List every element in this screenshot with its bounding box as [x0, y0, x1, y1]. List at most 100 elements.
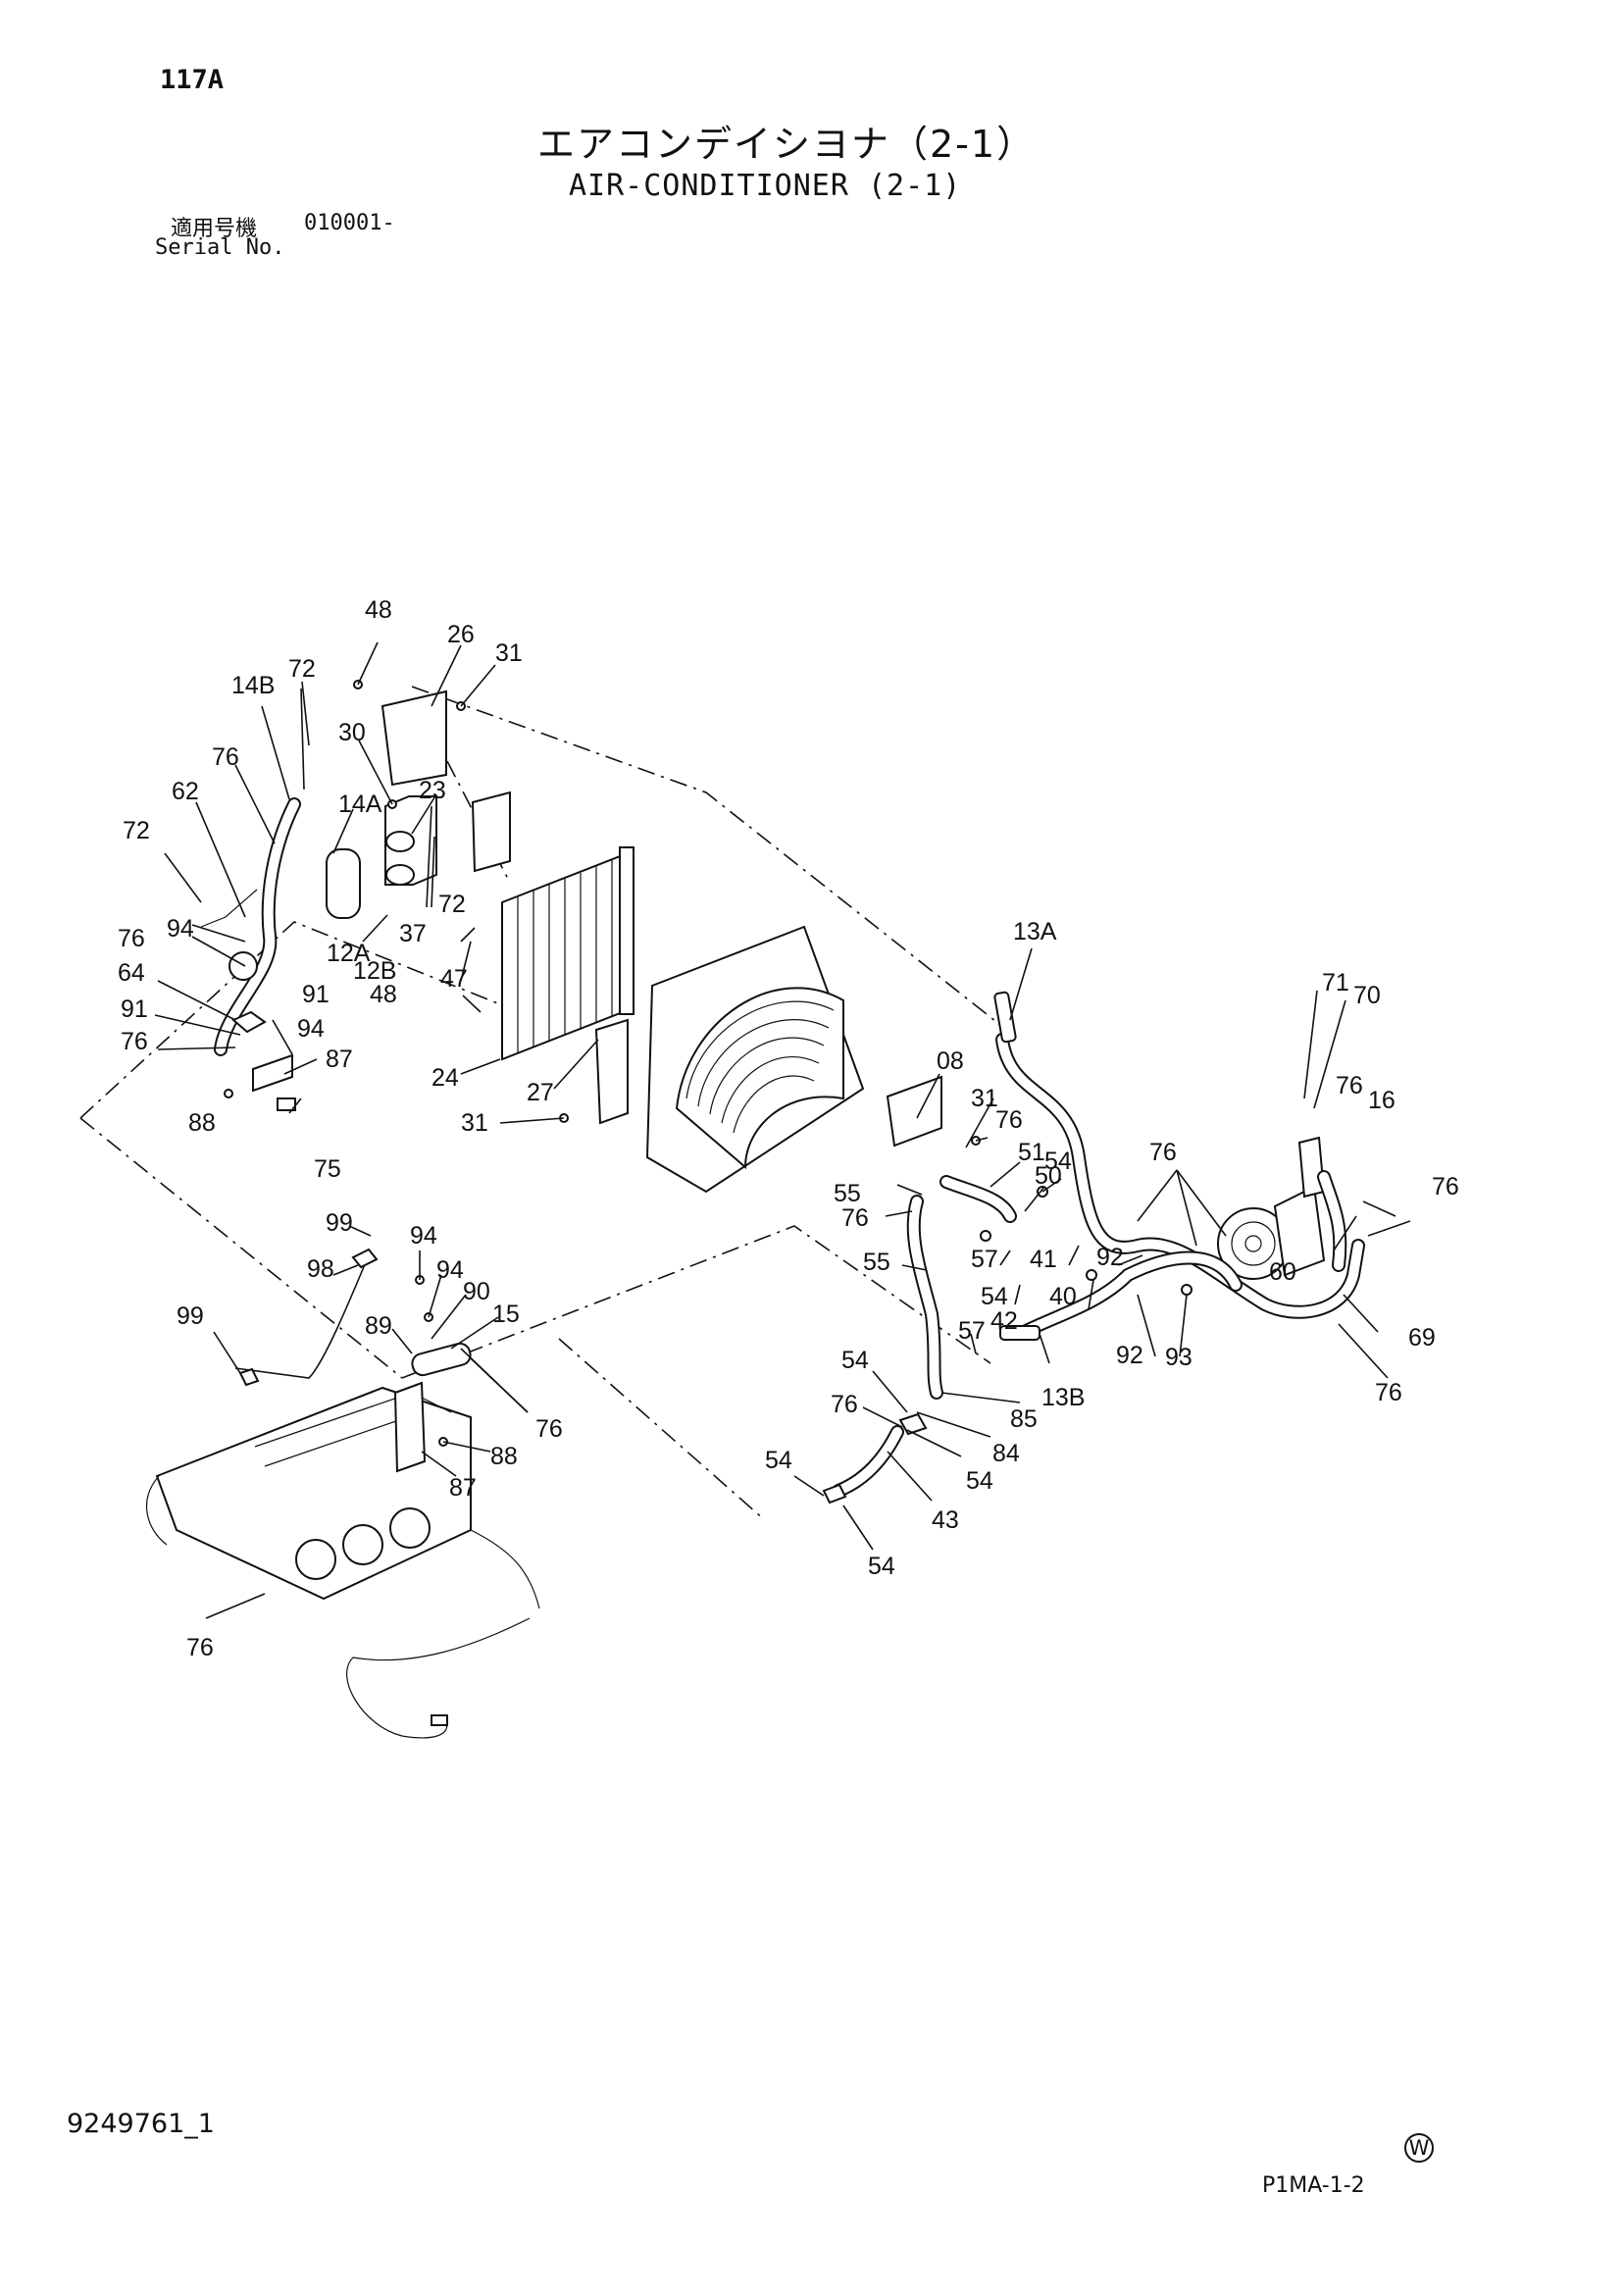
circled-w-mark: W — [1404, 2133, 1434, 2163]
callout-87-b: 87 — [449, 1474, 477, 1502]
sheet-code: P1MA-1-2 — [1262, 2173, 1365, 2198]
sensor-wire — [346, 1617, 531, 1739]
pipe-98-group — [234, 1248, 472, 1473]
callout-88-a: 88 — [188, 1109, 216, 1137]
callout-14A: 14A — [338, 791, 382, 818]
fitting-13B — [999, 1325, 1040, 1341]
callout-91-a: 91 — [302, 981, 330, 1008]
callout-76-b: 76 — [118, 925, 145, 952]
bracket-87 — [393, 1381, 427, 1473]
callout-15: 15 — [492, 1301, 520, 1328]
callout-08: 08 — [937, 1047, 964, 1075]
document-number: 9249761_1 — [67, 2109, 215, 2139]
callout-92-a: 92 — [1096, 1244, 1124, 1271]
compressor — [1217, 1136, 1326, 1280]
callout-85: 85 — [1010, 1405, 1038, 1433]
callout-70: 70 — [1353, 982, 1381, 1009]
assembly-reference-lines — [79, 686, 1001, 1521]
bolt-75 — [277, 1097, 296, 1111]
callout-47: 47 — [440, 965, 468, 993]
callout-87-a: 87 — [326, 1046, 353, 1073]
page-number: 117A — [160, 65, 225, 95]
hose-thin-62 — [200, 889, 258, 928]
clamp-99-upper — [351, 1248, 379, 1269]
leader-lines — [154, 641, 1411, 1619]
condenser — [501, 846, 634, 1061]
callout-24: 24 — [431, 1064, 459, 1092]
callout-13A: 13A — [1013, 918, 1057, 945]
callout-76-h: 76 — [841, 1204, 869, 1232]
callout-91-b: 91 — [121, 995, 148, 1023]
callout-31-top: 31 — [495, 639, 523, 667]
callout-76-e: 76 — [995, 1106, 1023, 1134]
callout-64: 64 — [118, 959, 145, 987]
callout-76-c: 76 — [121, 1028, 148, 1055]
callout-55-b: 55 — [863, 1249, 890, 1276]
callout-13B: 13B — [1041, 1384, 1085, 1411]
callout-60: 60 — [1269, 1258, 1296, 1286]
heater-pipe-15 — [411, 1342, 472, 1377]
callout-89: 89 — [365, 1312, 392, 1340]
callout-55-a: 55 — [834, 1180, 861, 1207]
ref-line-left-down — [79, 1117, 403, 1379]
blower-right — [389, 1507, 431, 1549]
clamp-bracket-87 — [252, 1053, 293, 1093]
callout-54-e: 54 — [765, 1447, 792, 1474]
callout-37: 37 — [399, 920, 427, 947]
callout-41: 41 — [1030, 1246, 1057, 1273]
callout-75: 75 — [314, 1155, 341, 1183]
plate-upper — [471, 791, 511, 873]
callout-12A: 12A — [327, 940, 371, 967]
bracket-clamp-bottom — [385, 864, 415, 886]
callout-12B: 12B — [353, 957, 396, 985]
compressor-fitting — [1297, 1136, 1326, 1199]
callout-72-top: 72 — [288, 655, 316, 683]
callout-76-l: 76 — [186, 1634, 214, 1661]
callout-50: 50 — [1035, 1162, 1062, 1190]
washer-57 — [980, 1230, 991, 1242]
callout-76-f: 76 — [1149, 1139, 1177, 1166]
callout-93: 93 — [1165, 1344, 1193, 1371]
callout-16: 16 — [1368, 1087, 1396, 1114]
bolt-88-a — [224, 1089, 233, 1098]
callout-76-i: 76 — [1375, 1379, 1402, 1406]
clamp-54-lower — [822, 1483, 847, 1505]
plate-26 — [381, 689, 447, 787]
callout-26: 26 — [447, 621, 475, 648]
callout-42: 42 — [990, 1307, 1018, 1335]
serial-label-english: Serial No. — [155, 235, 285, 260]
serial-label-japanese: 適用号機 — [171, 217, 258, 241]
ref-line-bottom — [558, 1338, 766, 1521]
callout-labels: 48 26 31 14B 72 30 76 14A 23 62 72 72 94… — [118, 596, 1459, 1661]
callout-98: 98 — [307, 1255, 334, 1283]
ref-line-mid — [401, 1225, 991, 1379]
ref-line-left — [79, 921, 521, 1119]
callout-94-b: 94 — [297, 1015, 325, 1043]
callout-43: 43 — [932, 1506, 959, 1534]
page-title-japanese: エアコンデイシヨナ（2-1） — [537, 123, 1037, 166]
compressor-body — [1273, 1185, 1326, 1277]
callout-31-mid: 31 — [461, 1109, 488, 1137]
callout-99-b: 99 — [177, 1302, 204, 1330]
hose-fitting-64 — [231, 1010, 267, 1034]
callout-54-d: 54 — [966, 1467, 993, 1495]
callout-51: 51 — [1018, 1139, 1045, 1166]
hose-clip-91 — [228, 951, 258, 981]
callout-94-c: 94 — [410, 1222, 437, 1250]
callout-90: 90 — [463, 1278, 490, 1305]
refrigerant-hoses — [906, 991, 1365, 1400]
heater-unit — [145, 1386, 540, 1739]
callout-48-mid: 48 — [370, 981, 397, 1008]
callout-88-b: 88 — [490, 1443, 518, 1470]
callout-94-a: 94 — [167, 915, 194, 943]
clamp-54-upper — [898, 1412, 928, 1436]
callout-14B: 14B — [231, 672, 275, 699]
callout-72-left: 72 — [123, 817, 150, 844]
sensor-tip — [431, 1714, 448, 1726]
radiator-fan-shroud — [645, 925, 942, 1194]
bolt-92 — [1086, 1269, 1097, 1281]
fan-guard — [675, 987, 844, 1170]
callout-30: 30 — [338, 719, 366, 746]
callout-69: 69 — [1408, 1324, 1436, 1352]
callout-76-j: 76 — [535, 1415, 563, 1443]
